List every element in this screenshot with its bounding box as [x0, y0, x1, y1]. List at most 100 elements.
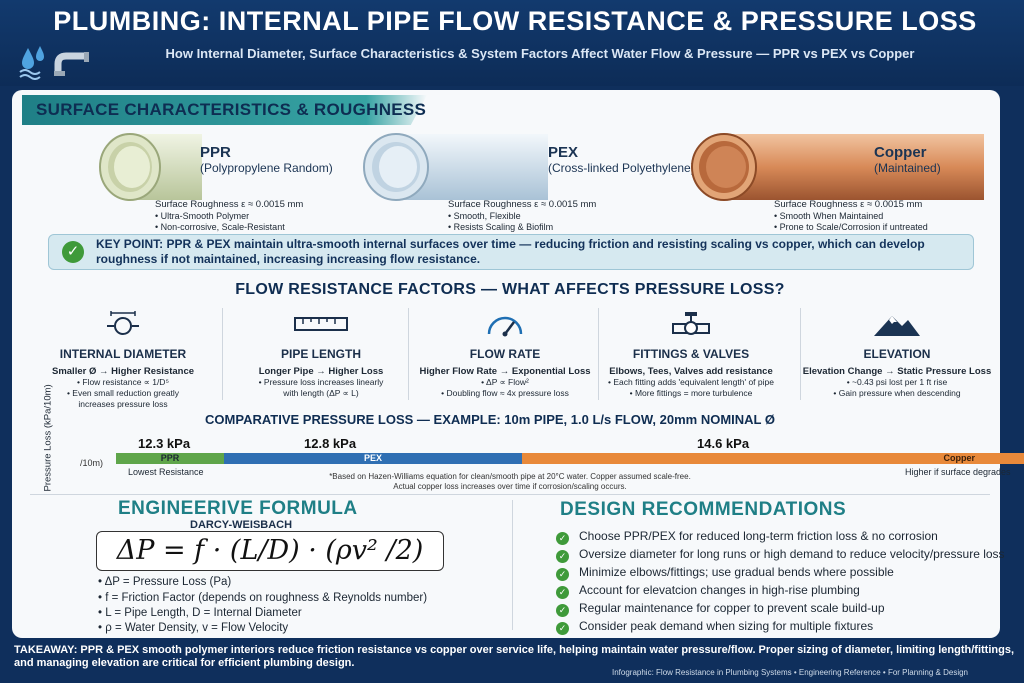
page-subtitle: How Internal Diameter, Surface Character…: [165, 46, 915, 61]
factor-bullet: • ~0.43 psi lost per 1 ft rise: [846, 377, 948, 387]
formula-title: ENGINEERIVE FORMULA: [118, 498, 358, 519]
factor-bullet: • Pressure loss increases linearly: [258, 377, 384, 387]
factor-name: FLOW RATE: [469, 347, 541, 361]
per-unit-label: /10m): [80, 458, 104, 468]
surface-section-title: SURFACE CHARACTERISTICS & ROUGHNESS: [36, 100, 427, 119]
ppr-pipe-image: [99, 133, 202, 201]
section-divider-vertical: [512, 500, 513, 630]
check-icon: ✓: [62, 241, 84, 263]
bar-ppr: PPR: [116, 453, 224, 464]
pex-roughness: Surface Roughness ε ≈ 0.0015 mm: [448, 199, 597, 210]
formula-definition: • L = Pipe Length, D = Internal Diameter: [98, 607, 302, 619]
factor-elevation: ELEVATION Elevation Change → Static Pres…: [802, 310, 992, 399]
bar-value-label: 12.8 kPa: [304, 436, 357, 451]
water-pipe-icon: [19, 46, 89, 80]
factor-bullet: • More fittings = more turbulence: [629, 388, 753, 398]
valve-icon: [672, 312, 710, 335]
ppr-bullet-1: • Ultra-Smooth Polymer: [155, 211, 250, 221]
recommendation-item: ✓Choose PPR/PEX for reduced long-term fr…: [556, 529, 938, 545]
check-icon: ✓: [556, 532, 569, 545]
ppr-full-name: (Polypropylene Random): [200, 161, 333, 175]
check-icon: ✓: [556, 550, 569, 563]
bar-note: Lowest Resistance: [128, 467, 204, 477]
recommendation-item: ✓Account for elevatcion changes in high-…: [556, 583, 860, 599]
factor-name: INTERNAL DIAMETER: [59, 347, 187, 361]
check-icon: ✓: [556, 568, 569, 581]
recommendation-item: ✓Consider peak demand when sizing for mu…: [556, 619, 873, 635]
copper-bullet-2: • Prone to Scale/Corrosion if untreated: [774, 222, 928, 232]
y-axis-label: Pressure Loss (kPa/10m): [42, 384, 54, 492]
factor-bullet: increases pressure loss: [78, 399, 168, 409]
factor-summary: Elbows, Tees, Valves add resistance: [609, 366, 773, 377]
footnote-line-2: Actual copper loss increases over time i…: [393, 482, 627, 491]
mountain-icon: [874, 316, 920, 336]
pex-bullet-2: • Resists Scaling & Biofilm: [448, 222, 554, 232]
bar-note: Higher if surface degrades: [905, 467, 1011, 477]
factor-bullet: • ΔP ∝ Flow²: [481, 377, 529, 387]
factor-bullet: • Even small reduction greatly: [66, 388, 180, 398]
key-point-text: KEY POINT: PPR & PEX maintain ultra-smoo…: [96, 237, 925, 266]
factor-summary: Elevation Change → Static Pressure Loss: [802, 366, 992, 377]
chart-footnote: *Based on Hazen-Williams equation for cl…: [300, 472, 720, 492]
factor-name: PIPE LENGTH: [280, 347, 361, 361]
header-banner: [0, 0, 1024, 86]
formula-equation: ΔP = f · (L/D) · (ρv² /2): [96, 531, 444, 571]
factor-bullet: • Each fitting adds 'equivalent length' …: [608, 377, 774, 387]
gauge-icon: [487, 316, 523, 337]
pex-full-name: (Cross-linked Polyethylene): [548, 161, 695, 175]
y-axis: Pressure Loss (kPa/10m): [28, 384, 68, 498]
factor-flow-rate: FLOW RATE Higher Flow Rate → Exponential…: [410, 310, 600, 399]
factor-divider: [800, 308, 801, 400]
formula-definition: • f = Friction Factor (depends on roughn…: [98, 592, 428, 604]
surface-section-banner: [22, 95, 427, 125]
bar-pex: PEX: [224, 453, 522, 464]
ppr-roughness: Surface Roughness ε ≈ 0.0015 mm: [155, 199, 304, 210]
factor-summary: Smaller Ø → Higher Resistance: [51, 366, 195, 377]
recommendation-item: ✓Regular maintenance for copper to preve…: [556, 601, 885, 617]
bar-value-label: 12.3 kPa: [138, 436, 191, 451]
factor-summary: Higher Flow Rate → Exponential Loss: [419, 366, 591, 377]
formula-subtitle: DARCY-WEISBACH: [190, 519, 293, 531]
factor-bullet: • Gain pressure when descending: [833, 388, 961, 398]
takeaway-text: TAKEAWAY: PPR & PEX smooth polymer inter…: [14, 644, 1015, 669]
copper-roughness: Surface Roughness ε ≈ 0.0015 mm: [774, 199, 923, 210]
factor-divider: [222, 308, 223, 400]
pex-name: PEX: [548, 144, 579, 161]
recommendation-item: ✓Oversize diameter for long runs or high…: [556, 547, 1005, 563]
factor-internal-diameter: INTERNAL DIAMETER Smaller Ø → Higher Res…: [28, 310, 218, 410]
factor-bullet: with length (ΔP ∝ L): [283, 388, 359, 398]
section-divider: [30, 494, 990, 495]
ppr-bullet-2: • Non-corrosive, Scale-Resistant: [155, 222, 285, 232]
diameter-icon: [107, 311, 139, 335]
factor-bullet: • Flow resistance ∝ 1/D⁵: [77, 377, 169, 387]
bar-value-label: 14.6 kPa: [697, 436, 750, 451]
factors-title: FLOW RESISTANCE FACTORS — WHAT AFFECTS P…: [235, 281, 785, 298]
copper-bullet-1: • Smooth When Maintained: [774, 211, 884, 221]
pex-bullet-1: • Smooth, Flexible: [448, 211, 521, 221]
factor-summary: Longer Pipe → Higher Loss: [258, 366, 384, 377]
check-icon: ✓: [556, 622, 569, 635]
factor-fittings-valves: FITTINGS & VALVES Elbows, Tees, Valves a…: [596, 310, 786, 399]
formula-definition: • ΔP = Pressure Loss (Pa): [98, 576, 232, 588]
footnote-line-1: *Based on Hazen-Williams equation for cl…: [329, 472, 691, 481]
factor-name: FITTINGS & VALVES: [632, 347, 750, 361]
ppr-name: PPR: [200, 144, 231, 161]
factor-name: ELEVATION: [863, 347, 931, 361]
check-icon: ✓: [556, 604, 569, 617]
key-point-box: [48, 234, 974, 270]
pex-pipe-image: [363, 133, 548, 201]
design-title: DESIGN RECOMMENDATIONS: [560, 499, 847, 520]
factor-pipe-length: PIPE LENGTH Longer Pipe → Higher Loss • …: [226, 310, 416, 399]
copper-pipe-image: [691, 133, 984, 201]
infographic-credit: Infographic: Flow Resistance in Plumbing…: [612, 668, 968, 677]
factor-divider: [408, 308, 409, 400]
copper-name: Copper: [874, 144, 927, 161]
ruler-icon: [294, 317, 348, 331]
copper-full-name: (Maintained): [874, 161, 941, 175]
comparison-title: COMPARATIVE PRESSURE LOSS — EXAMPLE: 10m…: [205, 412, 775, 427]
recommendation-item: ✓Minimize elbows/fittings; use gradual b…: [556, 565, 894, 581]
factor-divider: [598, 308, 599, 400]
check-icon: ✓: [556, 586, 569, 599]
page-title: PLUMBING: INTERNAL PIPE FLOW RESISTANCE …: [53, 6, 977, 36]
bar-copper: Copper: [522, 453, 1024, 464]
